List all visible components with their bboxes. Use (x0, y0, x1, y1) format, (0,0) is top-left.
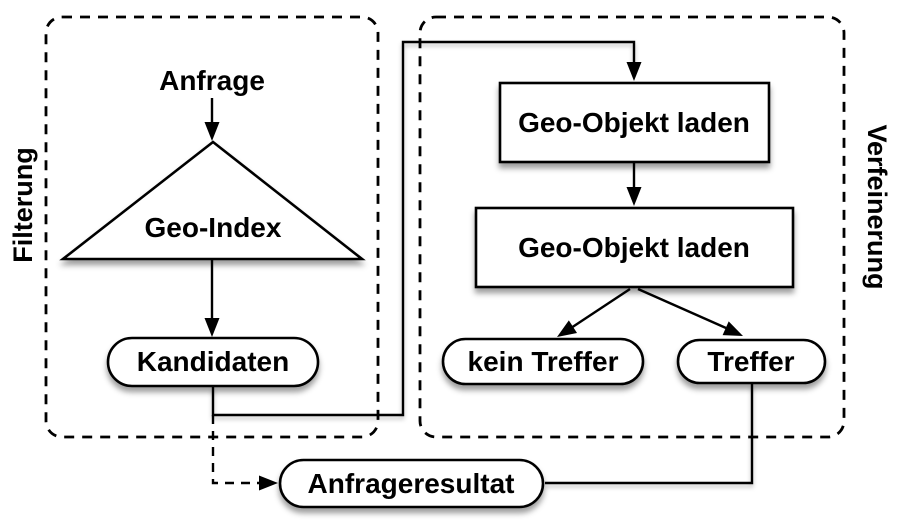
kein-treffer-label: kein Treffer (468, 346, 619, 377)
verfeinerung-section-label: Verfeinerung (862, 124, 892, 289)
treffer-node (676, 338, 827, 385)
kandidaten-node (106, 336, 320, 388)
kein-treffer-node (441, 337, 645, 386)
dashed-arrow-kandidaten-to-result (211, 415, 278, 491)
anfrageresultat-node (278, 458, 545, 509)
geo-index-label: Geo-Index (145, 212, 282, 243)
geo-index-triangle (59, 140, 366, 261)
load-geo-object-box-1 (498, 81, 771, 164)
connector-treffer-to-result (545, 384, 754, 485)
verfeinerung-section-box (418, 15, 846, 439)
anfrage-label: Anfrage (159, 65, 265, 96)
kandidaten-label: Kandidaten (137, 346, 289, 377)
arrow-geoindex-to-kandidaten (204, 260, 220, 337)
connector-kandidaten-to-load1 (211, 40, 642, 417)
arrow-load1-to-load2 (626, 163, 642, 206)
load-geo-object-label-1: Geo-Objekt laden (518, 107, 750, 138)
arrow-anfrage-to-geoindex (204, 98, 220, 141)
load-geo-object-label-2: Geo-Objekt laden (518, 232, 750, 263)
treffer-label: Treffer (707, 346, 794, 377)
arrow-load2-to-treffer (637, 287, 743, 336)
filterung-section-label: Filterung (8, 147, 38, 263)
arrow-load2-to-kein-treffer (557, 287, 631, 337)
load-geo-object-box-2 (474, 206, 795, 289)
anfrageresultat-label: Anfrageresultat (308, 468, 515, 499)
